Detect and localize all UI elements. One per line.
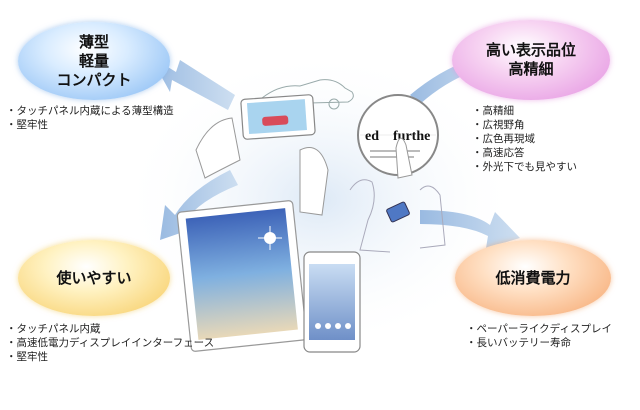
bubble-title-line: 低消費電力: [495, 268, 571, 287]
feature-item: 高精細: [472, 104, 577, 118]
feature-bubble-display-quality: 高い表示品位 高精細: [452, 20, 610, 100]
bubble-title-line: 使いやすい: [56, 268, 132, 287]
feature-item: 外光下でも見やすい: [472, 160, 578, 174]
feature-item: 高速低電力ディスプレイインターフェース: [6, 336, 215, 350]
feature-list-thin-light-compact: タッチパネル内蔵による薄型構造 堅牢性: [6, 104, 174, 132]
feature-item: タッチパネル内蔵: [6, 322, 214, 336]
feature-bubble-easy-to-use: 使いやすい: [18, 240, 170, 316]
bubble-title-line: 高い表示品位: [485, 41, 576, 59]
feature-item: 高速応答: [472, 146, 577, 160]
smartphone-illustration: [303, 251, 361, 353]
seated-person-illustration: [349, 179, 446, 253]
car-sketch: [261, 79, 354, 105]
feature-bubble-low-power: 低消費電力: [455, 240, 611, 316]
feature-item: 堅牢性: [6, 350, 214, 364]
feature-item: タッチパネル内蔵による薄型構造: [6, 104, 174, 118]
feature-item: 広色再現域: [472, 132, 577, 146]
bubble-title-line: コンパクト: [56, 70, 132, 89]
feature-list-easy-to-use: タッチパネル内蔵 高速低電力ディスプレイインターフェース 堅牢性: [6, 322, 215, 364]
feature-bubble-thin-light-compact: 薄型 軽量 コンパクト: [18, 22, 170, 100]
feature-item: 広視野角: [472, 118, 577, 132]
magnifier-text-left: ed: [365, 129, 379, 144]
handheld-device-illustration: [195, 94, 329, 216]
arrow-to-thin: [150, 56, 235, 110]
feature-item: ペーパーライクディスプレイ: [466, 322, 612, 336]
magnifier-illustration: ed furthe: [357, 94, 439, 179]
arrow-to-power: [420, 210, 520, 248]
bubble-title-line: 薄型: [78, 32, 109, 51]
bubble-title-line: 軽量: [78, 51, 109, 70]
feature-list-low-power: ペーパーライクディスプレイ 長いバッテリー寿命: [466, 322, 612, 350]
feature-list-display-quality: 高精細 広視野角 広色再現域 高速応答 外光下でも見やすい: [472, 104, 578, 174]
bubble-title-line: 高精細: [508, 60, 554, 78]
feature-item: 堅牢性: [6, 118, 174, 132]
tablet-illustration: [176, 200, 308, 352]
feature-item: 長いバッテリー寿命: [466, 336, 612, 350]
